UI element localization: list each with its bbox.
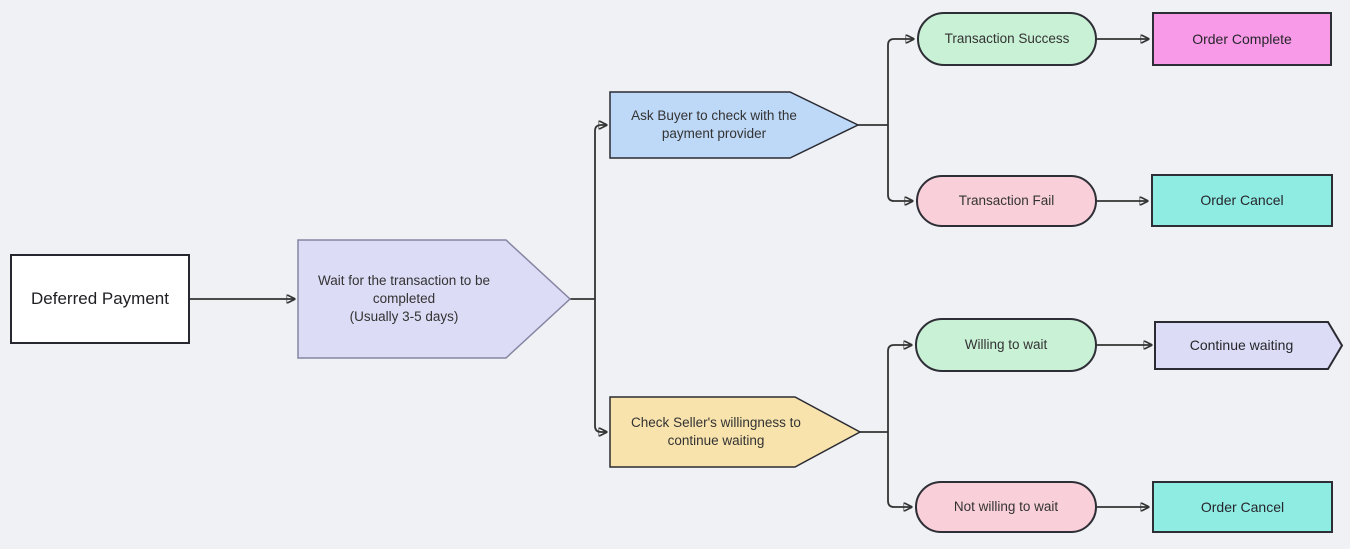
node-ask-buyer-label: Ask Buyer to check with the payment prov…: [631, 108, 797, 141]
node-deferred-payment-label: Deferred Payment: [31, 288, 169, 308]
node-ask-buyer: Ask Buyer to check with the payment prov…: [609, 91, 860, 159]
edge-check-seller-to-willing: [887, 345, 911, 432]
edge-wait-to-check-seller: [594, 299, 606, 432]
edge-ask-buyer-to-success: [887, 39, 913, 125]
node-continue-waiting: Continue waiting: [1154, 321, 1344, 370]
node-continue-waiting-label: Continue waiting: [1189, 337, 1294, 354]
node-transaction-fail: Transaction Fail: [916, 175, 1097, 227]
node-transaction-success: Transaction Success: [917, 12, 1097, 66]
node-wait-for-transaction: Wait for the transaction to be completed…: [297, 239, 572, 359]
node-transaction-fail-label: Transaction Fail: [958, 193, 1055, 209]
pentagon-shape: [609, 91, 860, 159]
node-order-cancel-top-label: Order Cancel: [1200, 192, 1284, 209]
node-check-seller: Check Seller's willingness to continue w…: [609, 396, 862, 468]
edge-ask-buyer-to-fail: [887, 125, 912, 201]
node-transaction-success-label: Transaction Success: [944, 31, 1070, 47]
pentagon-shape: [609, 396, 862, 468]
node-order-cancel-bottom-label: Order Cancel: [1200, 498, 1285, 515]
node-order-complete: Order Complete: [1152, 12, 1332, 66]
node-not-willing-to-wait-label: Not willing to wait: [953, 499, 1059, 515]
node-check-seller-label: Check Seller's willingness to continue w…: [631, 415, 801, 448]
node-order-cancel-bottom: Order Cancel: [1152, 481, 1333, 533]
node-willing-to-wait: Willing to wait: [915, 318, 1097, 372]
edge-check-seller-to-not-willing: [887, 432, 911, 507]
edge-wait-to-ask-buyer: [594, 125, 606, 299]
pentagon-shape: [297, 239, 572, 359]
node-order-cancel-top: Order Cancel: [1151, 174, 1333, 227]
node-not-willing-to-wait: Not willing to wait: [915, 481, 1097, 533]
node-wait-for-transaction-label: Wait for the transaction to be completed…: [317, 273, 491, 324]
node-order-complete-label: Order Complete: [1192, 30, 1292, 47]
pentagon-shape: [1154, 321, 1344, 370]
node-willing-to-wait-label: Willing to wait: [964, 337, 1048, 353]
node-deferred-payment: Deferred Payment: [10, 254, 190, 344]
